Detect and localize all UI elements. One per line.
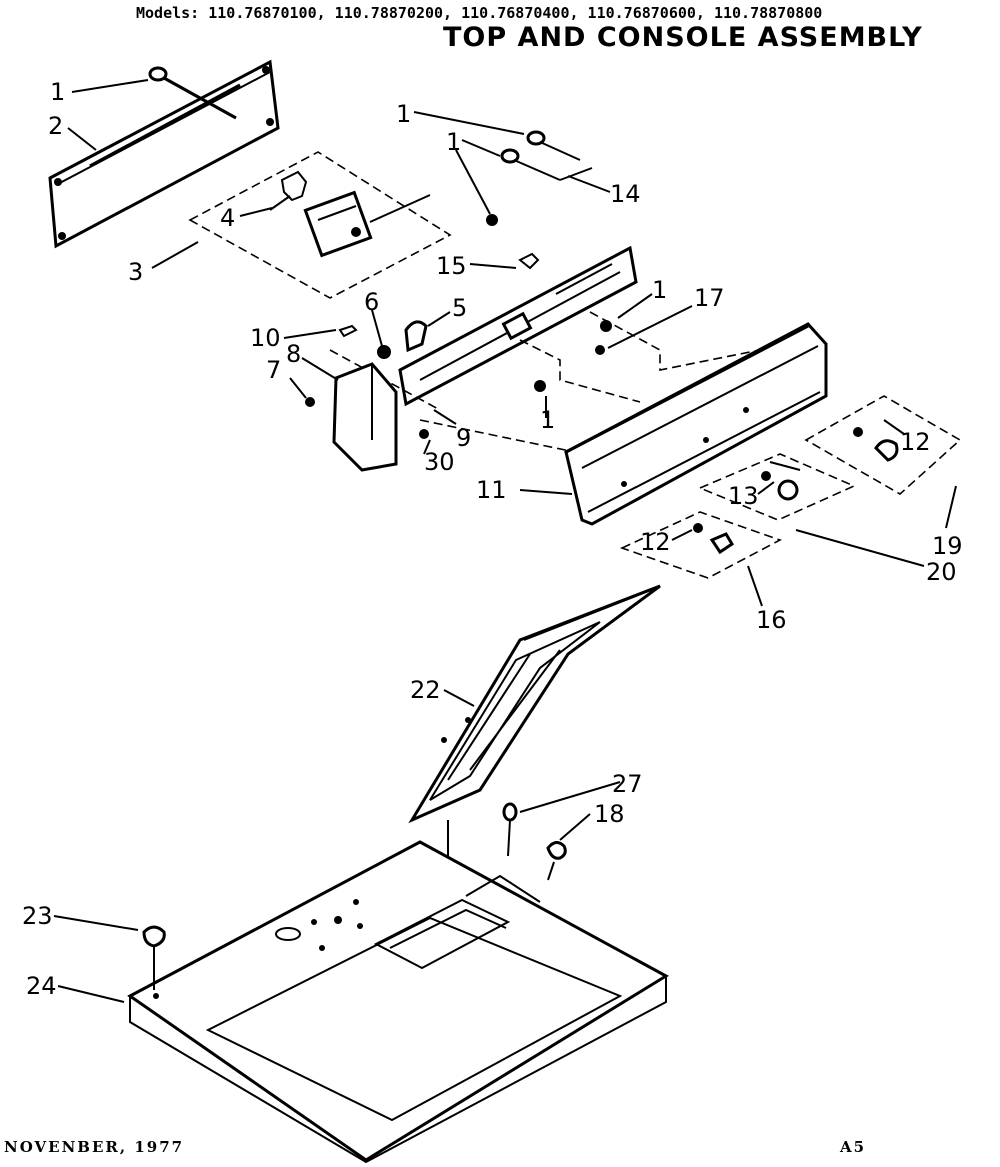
callout-30: 30 <box>424 448 455 476</box>
callout-12a: 12 <box>900 428 931 456</box>
callout-1e: 1 <box>540 406 555 434</box>
part-plug-23 <box>142 925 166 990</box>
models-line: Models: 110.76870100, 110.78870200, 110.… <box>136 4 823 22</box>
callout-10: 10 <box>250 324 281 352</box>
callout-13: 13 <box>728 482 759 510</box>
callout-11: 11 <box>476 476 507 504</box>
callout-15: 15 <box>436 252 467 280</box>
part-console-bracket <box>398 245 638 407</box>
callout-24: 24 <box>26 972 57 1000</box>
part-screw-1a <box>148 66 237 120</box>
callout-27: 27 <box>612 770 643 798</box>
callout-labels: 1 2 1 1 14 4 3 15 1 17 6 5 10 8 7 1 9 30… <box>22 78 963 1000</box>
callout-18: 18 <box>594 800 625 828</box>
callout-19: 19 <box>932 532 963 560</box>
callout-1d: 1 <box>652 276 667 304</box>
callout-9: 9 <box>456 424 471 452</box>
callout-1a: 1 <box>50 78 65 106</box>
part-knob-groups <box>619 395 962 579</box>
callout-16: 16 <box>756 606 787 634</box>
callout-2: 2 <box>48 112 63 140</box>
footer-page-number: A5 <box>840 1138 867 1156</box>
page-title: TOP AND CONSOLE ASSEMBLY <box>443 22 923 53</box>
callout-1b: 1 <box>396 100 411 128</box>
callout-4: 4 <box>220 204 235 232</box>
callout-1c: 1 <box>446 128 461 156</box>
footer-date: NOVENBER, 1977 <box>4 1138 185 1156</box>
part-switch-housing <box>305 320 546 472</box>
leader-lines <box>53 79 957 1003</box>
part-screws-14 <box>486 130 593 226</box>
part-top-panel <box>127 840 669 1164</box>
callout-8: 8 <box>286 340 301 368</box>
callout-17: 17 <box>694 284 725 312</box>
callout-14: 14 <box>610 180 641 208</box>
callout-22: 22 <box>410 676 441 704</box>
callout-3: 3 <box>128 258 143 286</box>
callout-6: 6 <box>364 288 379 316</box>
part-timer-box <box>188 151 452 299</box>
callout-7: 7 <box>266 356 281 384</box>
callout-5: 5 <box>452 294 467 322</box>
callout-23: 23 <box>22 902 53 930</box>
part-lint-filter <box>408 584 661 824</box>
part-front-console <box>564 322 828 526</box>
callout-20: 20 <box>926 558 957 586</box>
callout-12b: 12 <box>640 528 671 556</box>
